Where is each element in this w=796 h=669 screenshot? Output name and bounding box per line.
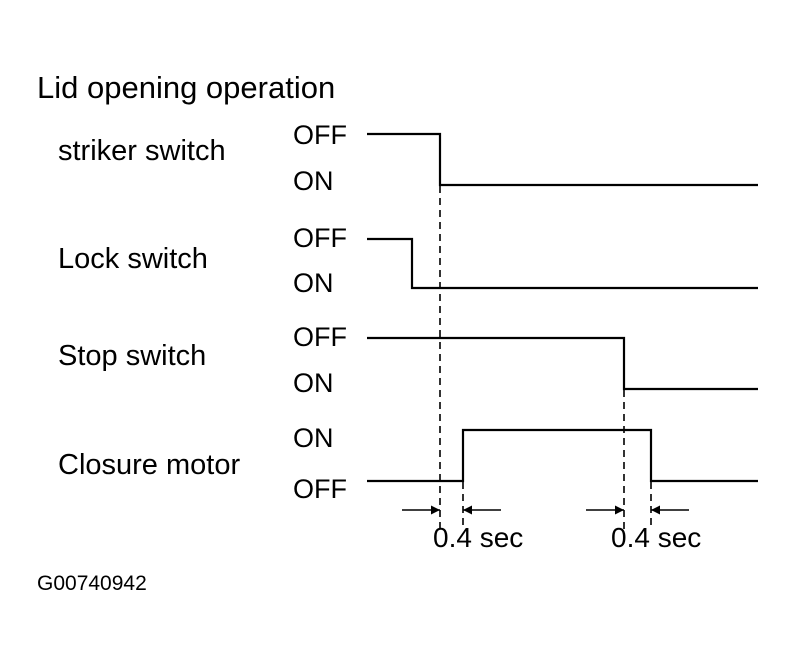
closure-motor-waveform xyxy=(367,428,758,483)
lock-switch-state-on: ON xyxy=(293,268,334,298)
striker-switch-state-on: ON xyxy=(293,166,334,196)
timing-label-second: 0.4 sec xyxy=(611,522,702,553)
figure-id: G00740942 xyxy=(37,572,147,595)
signal-label-stop-switch: Stop switch xyxy=(58,340,207,372)
timing-label-first: 0.4 sec xyxy=(433,522,524,553)
stop-switch-state-on: ON xyxy=(293,368,334,398)
closure-motor-state-off: OFF xyxy=(293,474,347,504)
lock-switch-waveform xyxy=(367,237,758,290)
stop-switch-waveform xyxy=(367,336,758,391)
striker-switch-state-off: OFF xyxy=(293,120,347,150)
striker-switch-waveform xyxy=(367,132,758,187)
signal-label-closure-motor: Closure motor xyxy=(58,449,241,481)
closure-motor-state-on: ON xyxy=(293,423,334,453)
diagram-title: Lid opening operation xyxy=(37,70,336,105)
stop-switch-state-off: OFF xyxy=(293,322,347,352)
signal-label-striker-switch: striker switch xyxy=(58,135,226,167)
signal-label-lock-switch: Lock switch xyxy=(58,243,208,275)
lock-switch-state-off: OFF xyxy=(293,223,347,253)
